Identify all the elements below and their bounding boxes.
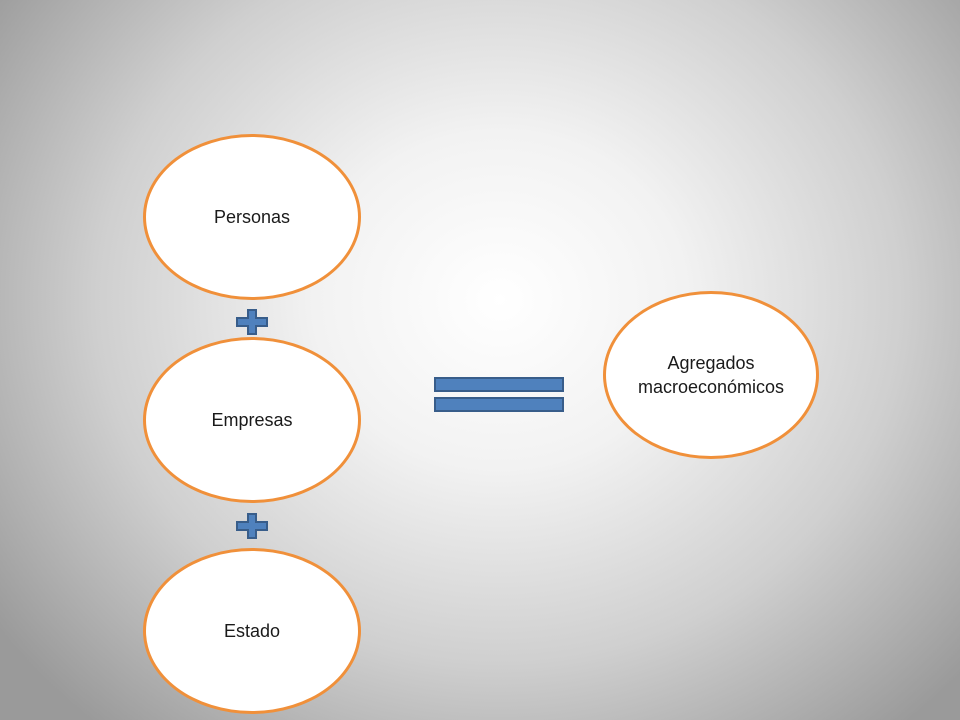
node-personas-label: Personas	[213, 207, 291, 227]
node-empresas: Empresas	[143, 337, 361, 503]
plus-icon	[236, 309, 268, 335]
node-agregados-macroeconomicos: Agregados macroeconómicos	[603, 291, 819, 459]
node-result-label: Agregados macroeconómicos	[637, 353, 785, 397]
node-estado: Estado	[143, 548, 361, 714]
node-estado-label: Estado	[223, 621, 281, 641]
node-personas: Personas	[143, 134, 361, 300]
node-empresas-label: Empresas	[211, 410, 293, 430]
plus-icon	[236, 513, 268, 539]
equals-icon	[434, 377, 564, 412]
